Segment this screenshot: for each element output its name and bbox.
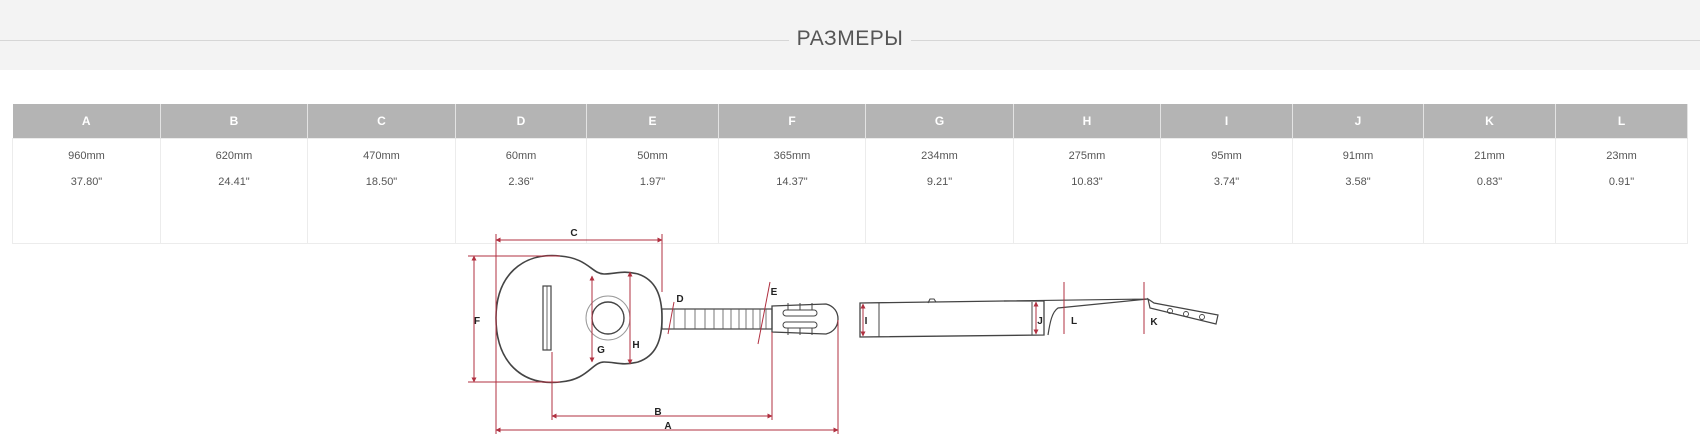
section-header: РАЗМЕРЫ [0, 24, 1700, 54]
guitar-side-view [859, 297, 1219, 338]
dimension-lines [468, 234, 1145, 434]
dimensions-table: A B C D E F G H I J K L 960mm 37.80" 620m… [12, 104, 1688, 244]
value-inch: 3.74" [1213, 176, 1240, 188]
column-header-g: G [865, 104, 1014, 139]
value-mm: 95mm [1211, 150, 1242, 162]
value-inch: 10.83" [1071, 176, 1103, 188]
value-inch: 9.21" [926, 176, 953, 188]
guitar-side-bridge [927, 298, 937, 304]
cell-i: 95mm 3.74" [1160, 138, 1293, 244]
label-h: H [632, 340, 639, 351]
column-header-d: D [455, 104, 587, 139]
value-inch: 37.80" [70, 176, 103, 188]
cell-l: 23mm 0.91" [1555, 138, 1688, 244]
label-f: F [474, 316, 480, 327]
guitar-side-tuner-posts [1167, 308, 1205, 320]
value-inch: 3.58" [1345, 176, 1371, 188]
cell-a: 960mm 37.80" [12, 138, 161, 244]
value-mm: 60mm [505, 150, 537, 162]
label-l: L [1071, 316, 1077, 327]
cell-f: 365mm 14.37" [718, 138, 866, 244]
value-mm: 470mm [363, 150, 400, 162]
column-header-e: E [586, 104, 719, 139]
value-mm: 21mm [1474, 150, 1505, 162]
dimension-labels: C F G H D E B A I J L K [474, 228, 1158, 432]
cell-g: 234mm 9.21" [865, 138, 1014, 244]
label-i: I [865, 316, 868, 327]
label-k: K [1150, 317, 1158, 328]
guitar-side-headstock [1147, 297, 1219, 325]
value-mm: 23mm [1606, 150, 1637, 162]
label-b: B [654, 407, 661, 418]
column-header-j: J [1292, 104, 1424, 139]
table-header-row: A B C D E F G H I J K L [12, 104, 1688, 139]
cell-d: 60mm 2.36" [455, 138, 587, 244]
column-header-h: H [1013, 104, 1161, 139]
value-mm: 50mm [637, 150, 668, 162]
value-mm: 275mm [1068, 150, 1106, 162]
dimension-e [757, 281, 771, 345]
guitar-side-neck [1003, 298, 1149, 336]
label-a: A [664, 421, 671, 432]
guitar-front-view [495, 254, 839, 384]
label-e: E [771, 287, 778, 298]
value-mm: 960mm [68, 150, 105, 162]
label-j: J [1037, 316, 1043, 327]
value-inch: 18.50" [365, 176, 398, 188]
guitar-headstock [771, 303, 839, 335]
cell-c: 470mm 18.50" [307, 138, 456, 244]
guitar-body-outline [495, 254, 663, 384]
value-inch: 0.91" [1608, 176, 1635, 188]
value-inch: 1.97" [639, 176, 666, 188]
value-inch: 0.83" [1476, 176, 1503, 188]
guitar-frets [673, 309, 767, 329]
cell-j: 91mm 3.58" [1292, 138, 1424, 244]
guitar-tuners [782, 303, 818, 335]
column-header-k: K [1423, 104, 1556, 139]
label-d: D [676, 294, 683, 305]
label-c: C [570, 228, 577, 239]
dimension-d [667, 301, 675, 335]
value-mm: 91mm [1342, 150, 1374, 162]
column-header-c: C [307, 104, 456, 139]
cell-b: 620mm 24.41" [160, 138, 308, 244]
value-inch: 2.36" [508, 176, 534, 188]
value-mm: 620mm [215, 150, 253, 162]
table-body: 960mm 37.80" 620mm 24.41" 470mm 18.50" 60mm… [12, 138, 1688, 244]
value-inch: 24.41" [218, 176, 250, 188]
column-header-i: I [1160, 104, 1293, 139]
column-header-a: A [12, 104, 161, 139]
value-mm: 365mm [773, 150, 811, 162]
guitar-side-body [859, 300, 1045, 338]
value-inch: 14.37" [776, 176, 808, 188]
cell-k: 21mm 0.83" [1423, 138, 1556, 244]
guitar-soundhole [591, 301, 625, 335]
column-header-f: F [718, 104, 866, 139]
section-title: РАЗМЕРЫ [788, 24, 912, 54]
guitar-neck [661, 308, 773, 330]
column-header-b: B [160, 104, 308, 139]
label-g: G [597, 345, 605, 356]
table-row: 960mm 37.80" 620mm 24.41" 470mm 18.50" 60mm… [12, 138, 1688, 244]
table-header: A B C D E F G H I J K L [12, 104, 1688, 139]
column-header-l: L [1555, 104, 1688, 139]
value-mm: 234mm [921, 150, 958, 162]
